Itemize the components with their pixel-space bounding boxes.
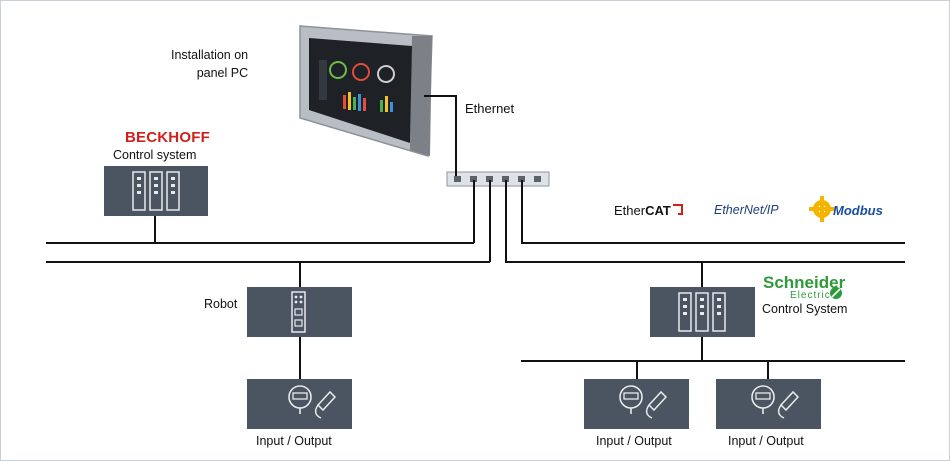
beckhoff-control-label: Control system bbox=[113, 148, 197, 162]
io-label-3: Input / Output bbox=[728, 434, 804, 448]
schneider-control-box bbox=[650, 287, 755, 337]
ethercat-suffix: CAT bbox=[645, 203, 671, 218]
schneider-logo: Schneider bbox=[763, 273, 846, 292]
modbus-logo: Modbus bbox=[833, 203, 883, 218]
ethernetip-logo: EtherNet/IP bbox=[714, 203, 779, 217]
schneider-logo-mark bbox=[830, 287, 842, 299]
beckhoff-logo: BECKHOFF bbox=[125, 129, 210, 146]
robot-box bbox=[247, 287, 352, 337]
io-label-2: Input / Output bbox=[596, 434, 672, 448]
io-box-1 bbox=[247, 379, 352, 429]
schneider-control-label: Control System bbox=[762, 302, 848, 316]
io-label-1: Input / Output bbox=[256, 434, 332, 448]
network-wires bbox=[46, 95, 905, 379]
modbus-gear-icon bbox=[809, 196, 835, 222]
beckhoff-control-box bbox=[104, 166, 208, 216]
installation-label: Installation on panel PC bbox=[171, 48, 249, 80]
panel-pc-screen-gauges bbox=[319, 60, 395, 112]
ethernet-switch bbox=[446, 171, 550, 187]
ethernet-label: Ethernet bbox=[465, 101, 515, 116]
panel-pc bbox=[299, 25, 433, 157]
robot-label: Robot bbox=[204, 297, 238, 311]
ethercat-prefix: Ether bbox=[614, 203, 646, 218]
io-box-2 bbox=[584, 379, 689, 429]
io-box-3 bbox=[716, 379, 821, 429]
ethercat-logo: EtherCAT bbox=[614, 203, 671, 218]
schneider-logo-sub: Electric bbox=[790, 290, 831, 301]
ethercat-arrow-icon bbox=[673, 204, 683, 215]
